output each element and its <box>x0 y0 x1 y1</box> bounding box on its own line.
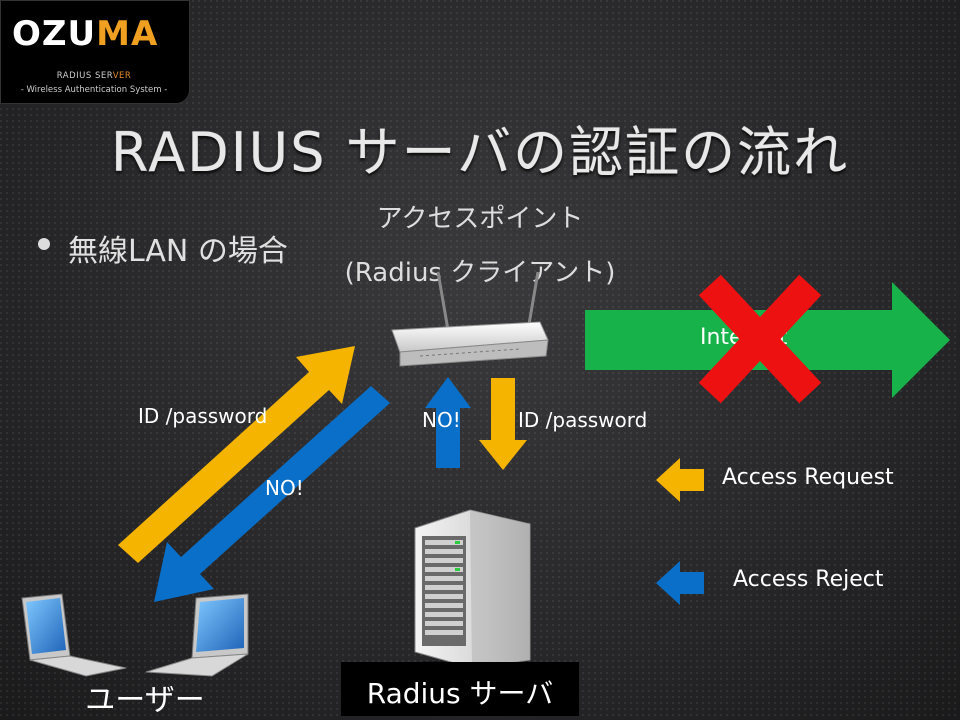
ap-to-server-label: ID /password <box>518 408 648 432</box>
logo-tagline-b: VER <box>112 71 132 81</box>
legend-reject-label: Access Reject <box>733 567 884 592</box>
logo-subtitle: - Wireless Authentication System - <box>20 85 168 95</box>
logo-tagline: RADIUS SERVER <box>0 71 188 81</box>
reject-arrow-ap-to-user <box>154 386 390 602</box>
brand-logo-part1: OZU <box>12 14 97 54</box>
request-arrow-user-to-ap <box>118 346 355 563</box>
logo-tagline-a: RADIUS SER <box>56 71 113 81</box>
bullet-text: 無線LAN の場合 <box>68 234 288 269</box>
ap-to-user-label: NO! <box>265 476 304 500</box>
user-laptop-left-icon <box>21 593 127 677</box>
logo-panel <box>0 0 190 104</box>
brand-logo-part2: MA <box>96 14 159 54</box>
legend-request-label: Access Request <box>722 465 894 490</box>
server-to-ap-label: NO! <box>422 408 461 432</box>
access-point-sublabel: (Radius クライアント) <box>344 258 616 288</box>
request-arrow-ap-to-server <box>479 378 527 470</box>
legend-reject-arrow <box>656 561 704 605</box>
reject-arrow-server-to-ap <box>425 377 471 468</box>
server-label: Radius サーバ <box>366 677 554 710</box>
access-point-icon <box>391 271 549 367</box>
access-point-label: アクセスポイント <box>376 204 584 234</box>
brand-logo: OZUMA <box>12 14 158 54</box>
users-label: ユーザー <box>85 683 205 718</box>
legend-request-arrow <box>656 458 704 502</box>
server-label-box <box>341 662 579 716</box>
bullet-dot <box>38 238 50 250</box>
blocked-cross-icon <box>698 274 822 404</box>
slide-title: RADIUS サーバの認証の流れ <box>110 121 850 184</box>
user-to-ap-label: ID /password <box>138 404 268 428</box>
user-laptop-right-icon <box>145 593 249 677</box>
